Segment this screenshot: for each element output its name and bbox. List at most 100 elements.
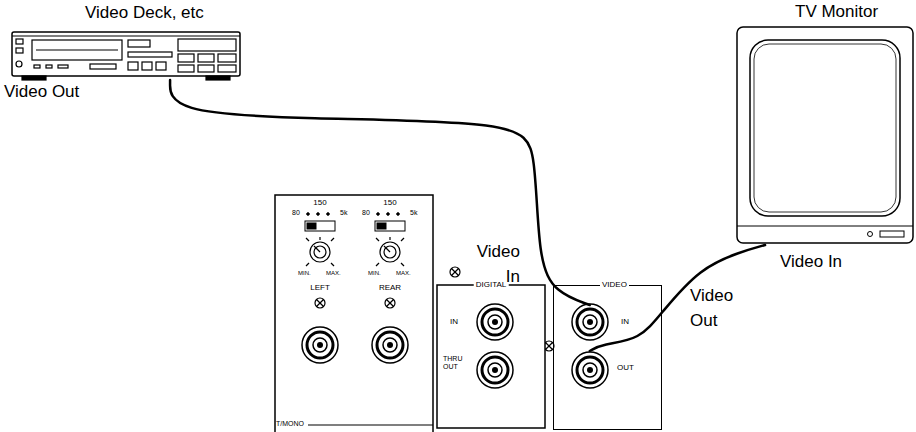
range-switch-part [375,221,405,231]
panel-label: IN [450,317,458,326]
video-deck-part [142,62,152,70]
level-knob-part [389,237,390,240]
level-knob-part [331,238,334,241]
panel-label: MAX. [326,270,341,277]
video-deck-part [218,54,236,62]
video-deck-part [178,65,194,72]
level-knob-part [384,246,390,252]
rca-jack-part [477,352,513,388]
level-knob-part [401,263,404,266]
video-deck-box: Video Deck, etcVideo Out [10,30,242,80]
left-panel-part [275,195,433,432]
video-deck-part [58,65,68,68]
panel-label: MIN. [298,270,311,277]
video-deck-part [16,48,23,53]
range-switch-part [327,213,330,216]
video-deck-part [36,49,118,50]
rca-jack-part [372,327,408,363]
panel-label: 150 [313,198,326,207]
panel-label: 5k [340,209,347,217]
screw-part [450,267,460,277]
level-knob [306,237,404,266]
screw-part [385,298,395,308]
level-knob-part [314,246,320,252]
level-knob-part [331,263,334,266]
tv-monitor-part [754,44,896,212]
video-deck-part [128,62,138,70]
level-knob-part [314,246,326,258]
video-deck-part [46,65,52,68]
video-deck-part [156,62,166,70]
panel-label: DIGITAL [474,280,509,289]
video-deck-part [178,39,236,51]
rca-jack-part [302,327,338,363]
panel-label: MIN. [368,270,381,277]
video-deck-part [218,65,236,72]
panel-label: T/MONO [276,420,304,428]
jack-box: IN [571,305,643,341]
video-deck-part [198,54,214,62]
video-deck-part [32,40,122,60]
range-switch-part [397,213,400,216]
rca-jack-part [572,352,608,388]
level-knob-part [319,237,320,240]
node-text: OUT [617,363,634,372]
range-switch-part [377,213,380,216]
level-knob-part [376,263,379,266]
node-text: VIDEO [600,280,629,289]
left-panel-part [308,424,433,425]
rca-jack-part [572,304,608,340]
panel-label: 80 [292,209,300,217]
node-text: IN [621,317,629,326]
node-text: Video Out [4,82,79,102]
digital-panel [437,285,545,428]
video-deck-part [206,76,230,80]
panel-label: THRU OUT [443,355,471,371]
video-deck-part [16,61,22,67]
tv-monitor-part [737,27,913,243]
video-deck-part [128,52,172,57]
video-deck-part [22,76,46,80]
node-text: Video In [780,252,842,272]
video-deck-part [12,35,240,36]
video-panel: VIDEOINOUT [553,285,662,430]
level-knob-part [306,263,309,266]
callout-label: Video Out [690,284,750,333]
node-text: Video Deck, etc [85,3,204,23]
level-knob-part [384,246,396,258]
panel-label: LEFT [310,283,330,292]
range-switch-part [307,223,316,229]
level-knob-part [401,238,404,241]
video-cable [590,245,765,351]
video-deck-part [16,39,23,44]
rca-jack-part [477,304,513,340]
video-deck-part [128,40,150,47]
range-switch-part [377,223,386,229]
screw-part [315,298,325,308]
callout-label: Video In [464,240,520,289]
tv-monitor-part [750,40,900,216]
jack-box: OUT [571,351,643,387]
range-switch [305,213,405,231]
video-cable [170,80,590,305]
video-deck-part [34,65,40,68]
panel-label: MAX. [396,270,411,277]
tv-monitor-part [868,232,873,237]
video-deck-part [90,64,116,69]
tv-monitor [737,27,913,243]
range-switch-part [317,213,320,216]
range-switch-part [307,213,310,216]
node-text: TV Monitor [795,2,878,22]
video-deck-part [178,54,194,62]
range-switch-part [387,213,390,216]
left-panel [275,195,433,432]
digital-panel-part [437,285,545,428]
video-deck [12,32,240,80]
panel-label: 150 [383,198,396,207]
rca-jack [302,304,608,388]
level-knob-part [306,238,309,241]
panel-label: 80 [362,209,370,217]
level-knob-part [380,242,400,262]
